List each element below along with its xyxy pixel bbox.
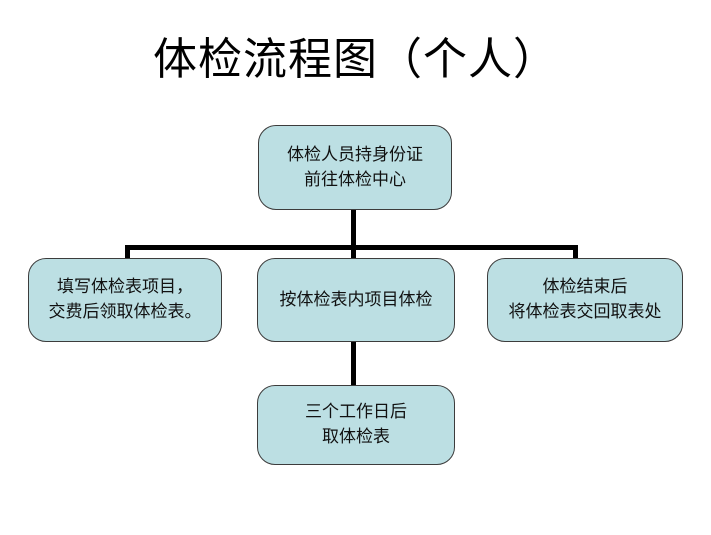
flow-node-bottom-label: 三个工作日后 取体检表 [305,400,407,450]
flow-node-top-label: 体检人员持身份证 前往体检中心 [287,143,423,193]
flow-node-right-label: 体检结束后 将体检表交回取表处 [509,275,662,325]
connector-bus-to-left [125,245,130,261]
connector-top-to-bus [351,209,356,249]
flow-node-left: 填写体检表项目， 交费后领取体检表。 [28,258,222,342]
flow-node-left-label: 填写体检表项目， 交费后领取体检表。 [49,275,202,325]
flow-node-left-line-2: 交费后领取体检表。 [48,302,202,322]
flow-node-top-line-1: 体检人员持身份证 [287,144,423,165]
flow-node-left-line-1: 填写体检表项目， [57,277,193,297]
flow-node-right-line-1: 体检结束后 [542,277,628,297]
connector-middle-to-bottom [351,341,356,387]
flow-node-right: 体检结束后 将体检表交回取表处 [487,258,683,342]
flow-node-top-line-2: 前往体检中心 [304,169,406,190]
page-title: 体检流程图（个人） [153,34,558,85]
flow-node-top: 体检人员持身份证 前往体检中心 [258,125,452,210]
flow-node-right-line-2: 将体检表交回取表处 [508,302,662,322]
flow-node-bottom-line-1: 三个工作日后 [305,402,407,422]
connector-bus-to-middle [351,245,356,261]
flow-node-bottom: 三个工作日后 取体检表 [257,385,455,465]
flow-node-middle-line-1: 按体检表内项目体检 [279,289,433,310]
connector-bus-to-right [573,245,578,261]
flow-node-middle: 按体检表内项目体检 [257,258,455,342]
flow-node-bottom-line-2: 取体检表 [322,427,390,447]
flow-node-middle-label: 按体检表内项目体检 [280,288,433,313]
